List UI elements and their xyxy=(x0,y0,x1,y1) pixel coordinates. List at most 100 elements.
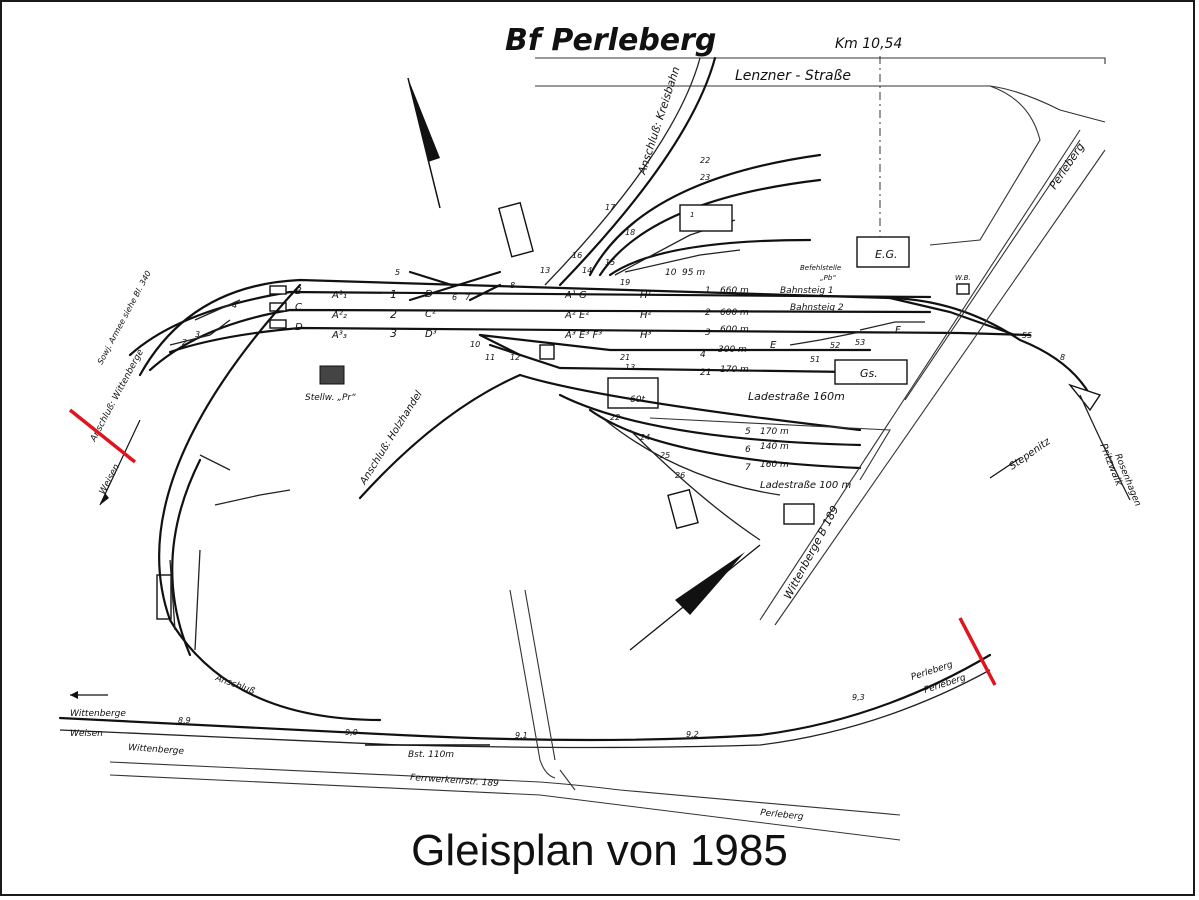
svg-text:4: 4 xyxy=(232,301,237,310)
small-shed xyxy=(667,488,699,530)
track-1-num: 1 xyxy=(705,286,711,296)
gs-label: Gs. xyxy=(860,367,878,380)
dir-wittenberge-2: Wittenberge xyxy=(128,743,185,757)
upper-fan: 1 xyxy=(588,153,822,277)
svg-text:25: 25 xyxy=(660,451,670,460)
eg-building xyxy=(856,236,910,268)
ramp-60t xyxy=(607,377,659,409)
svg-text:6: 6 xyxy=(452,293,457,302)
svg-text:8: 8 xyxy=(1060,353,1065,362)
svg-text:2: 2 xyxy=(390,308,397,321)
track-1-extra: Bahnsteig 1 xyxy=(780,286,834,296)
signal-d3: D³ xyxy=(425,329,437,340)
km-post-89: 8,9 xyxy=(178,716,191,725)
svg-text:21: 21 xyxy=(620,353,630,362)
track-2-num: 2 xyxy=(705,308,711,318)
north-arrow-icon xyxy=(407,77,441,209)
track-7-num: 7 xyxy=(745,463,751,473)
track-4-len: 300 m xyxy=(718,345,747,355)
red-boundary-marker-left xyxy=(68,408,137,464)
track-7-len: 160 m xyxy=(760,460,789,470)
svg-text:17: 17 xyxy=(605,203,616,212)
svg-text:1: 1 xyxy=(390,288,397,301)
signal-a2: A²₂ xyxy=(331,310,347,321)
signal-c2: C² xyxy=(425,309,436,320)
svg-text:13: 13 xyxy=(540,266,550,275)
stellwerk-label: Stellw. „Pr“ xyxy=(305,393,356,403)
svg-text:22: 22 xyxy=(700,156,710,165)
km-post-93: 9,3 xyxy=(852,693,865,702)
track-6-num: 6 xyxy=(745,445,751,455)
perleberg-bottom-label: Perleberg xyxy=(760,808,804,823)
track-4-num: 4 xyxy=(700,350,706,360)
svg-text:22: 22 xyxy=(610,413,620,422)
signal-b: B xyxy=(295,286,302,297)
km-post-90: 9,0 xyxy=(345,728,358,737)
svg-text:55: 55 xyxy=(1022,331,1032,340)
wind-arrow-icon xyxy=(629,544,761,651)
befehlstelle-label: Befehlstelle xyxy=(800,264,841,272)
main-tracks xyxy=(128,270,1092,397)
goods-shed xyxy=(834,359,908,385)
signal-a3: A³₃ xyxy=(331,330,347,341)
svg-text:3: 3 xyxy=(195,330,200,339)
track-2-extra: Bahnsteig 2 xyxy=(790,303,844,313)
svg-text:52: 52 xyxy=(830,341,840,350)
track-5-num: 5 xyxy=(745,427,751,437)
svg-text:11: 11 xyxy=(485,353,495,362)
svg-text:1: 1 xyxy=(690,211,694,219)
eg-label: E.G. xyxy=(875,248,897,261)
svg-text:18: 18 xyxy=(625,228,635,237)
ladestrasse2-label: Ladestraße 100 m xyxy=(760,480,851,491)
svg-text:5: 5 xyxy=(395,268,400,277)
svg-text:19: 19 xyxy=(620,278,630,287)
km-post-91: 9,1 xyxy=(515,731,528,740)
signal-a1: A¹₁ xyxy=(331,290,347,301)
holzhandel-siding: Anschluß: Holzhandel xyxy=(358,373,522,500)
ferrwerken-label: Ferrwerkenrstr. 189 xyxy=(410,773,500,789)
track-3-num: 3 xyxy=(705,328,711,338)
km-label: Km 10,54 xyxy=(835,36,902,52)
left-signals: B C D xyxy=(269,285,303,333)
track-21-num: 21 xyxy=(700,368,711,378)
switch-numbers: 5 6 7 8 10 11 12 13 16 14 15 17 18 19 21… xyxy=(182,156,1065,480)
bst-label: Bst. 110m xyxy=(408,750,454,760)
signal-h2: H² xyxy=(640,310,652,321)
signal-a1g: A¹ G xyxy=(564,290,587,301)
signal-f: F xyxy=(895,325,901,336)
track-2-len: 600 m xyxy=(720,308,749,318)
signal-a2e2: A² E² xyxy=(564,310,589,321)
track-1-len: 660 m xyxy=(720,286,749,296)
svg-text:26: 26 xyxy=(675,471,685,480)
svg-text:7: 7 xyxy=(465,293,471,302)
svg-text:14: 14 xyxy=(582,266,592,275)
lower-fan: Ladestraße 160m Ladestraße 100 m 5 170 m… xyxy=(518,373,891,541)
signal-e: E xyxy=(770,340,777,351)
track-10-len: 95 m xyxy=(682,268,705,278)
anschluss-loop: Anschluß xyxy=(158,283,382,722)
track-3-len: 600 m xyxy=(720,325,749,335)
svg-text:8: 8 xyxy=(510,281,515,290)
svg-text:53: 53 xyxy=(855,338,865,347)
station-title: Bf Perleberg xyxy=(505,23,716,58)
label-anschluss: Anschluß xyxy=(213,673,256,697)
right-exit: Stepenitz Pritzwalk Rosenhagen xyxy=(989,383,1143,508)
red-boundary-marker-right xyxy=(958,617,997,686)
track-21-len: 170 m xyxy=(720,365,749,375)
ladestrasse-shed xyxy=(783,503,815,525)
kreisbahn-siding: Anschluß: Kreisbahn xyxy=(544,56,717,287)
lenzner-strasse: Lenzner - Straße xyxy=(535,57,1106,246)
wb-label: W.B. xyxy=(955,274,971,282)
track-6-len: 140 m xyxy=(760,442,789,452)
signal-c: C xyxy=(295,302,302,313)
warehouse-block xyxy=(498,201,534,258)
mid-signals: A¹₁ A²₂ A³₃ D C² D³ xyxy=(331,289,437,341)
km-post-92: 9,2 xyxy=(686,730,699,739)
svg-text:3: 3 xyxy=(390,327,397,340)
track-labels: 1 660 m Bahnsteig 1 2 600 m Bahnsteig 2 … xyxy=(390,268,844,378)
label-holzhandel: Anschluß: Holzhandel xyxy=(358,389,425,487)
svg-text:51: 51 xyxy=(810,355,820,364)
dir-stepenitz: Stepenitz xyxy=(1007,436,1053,473)
main-line-bottom: Wittenberge Weisen Wittenberge Perleberg… xyxy=(58,653,992,760)
svg-text:12: 12 xyxy=(510,353,520,362)
